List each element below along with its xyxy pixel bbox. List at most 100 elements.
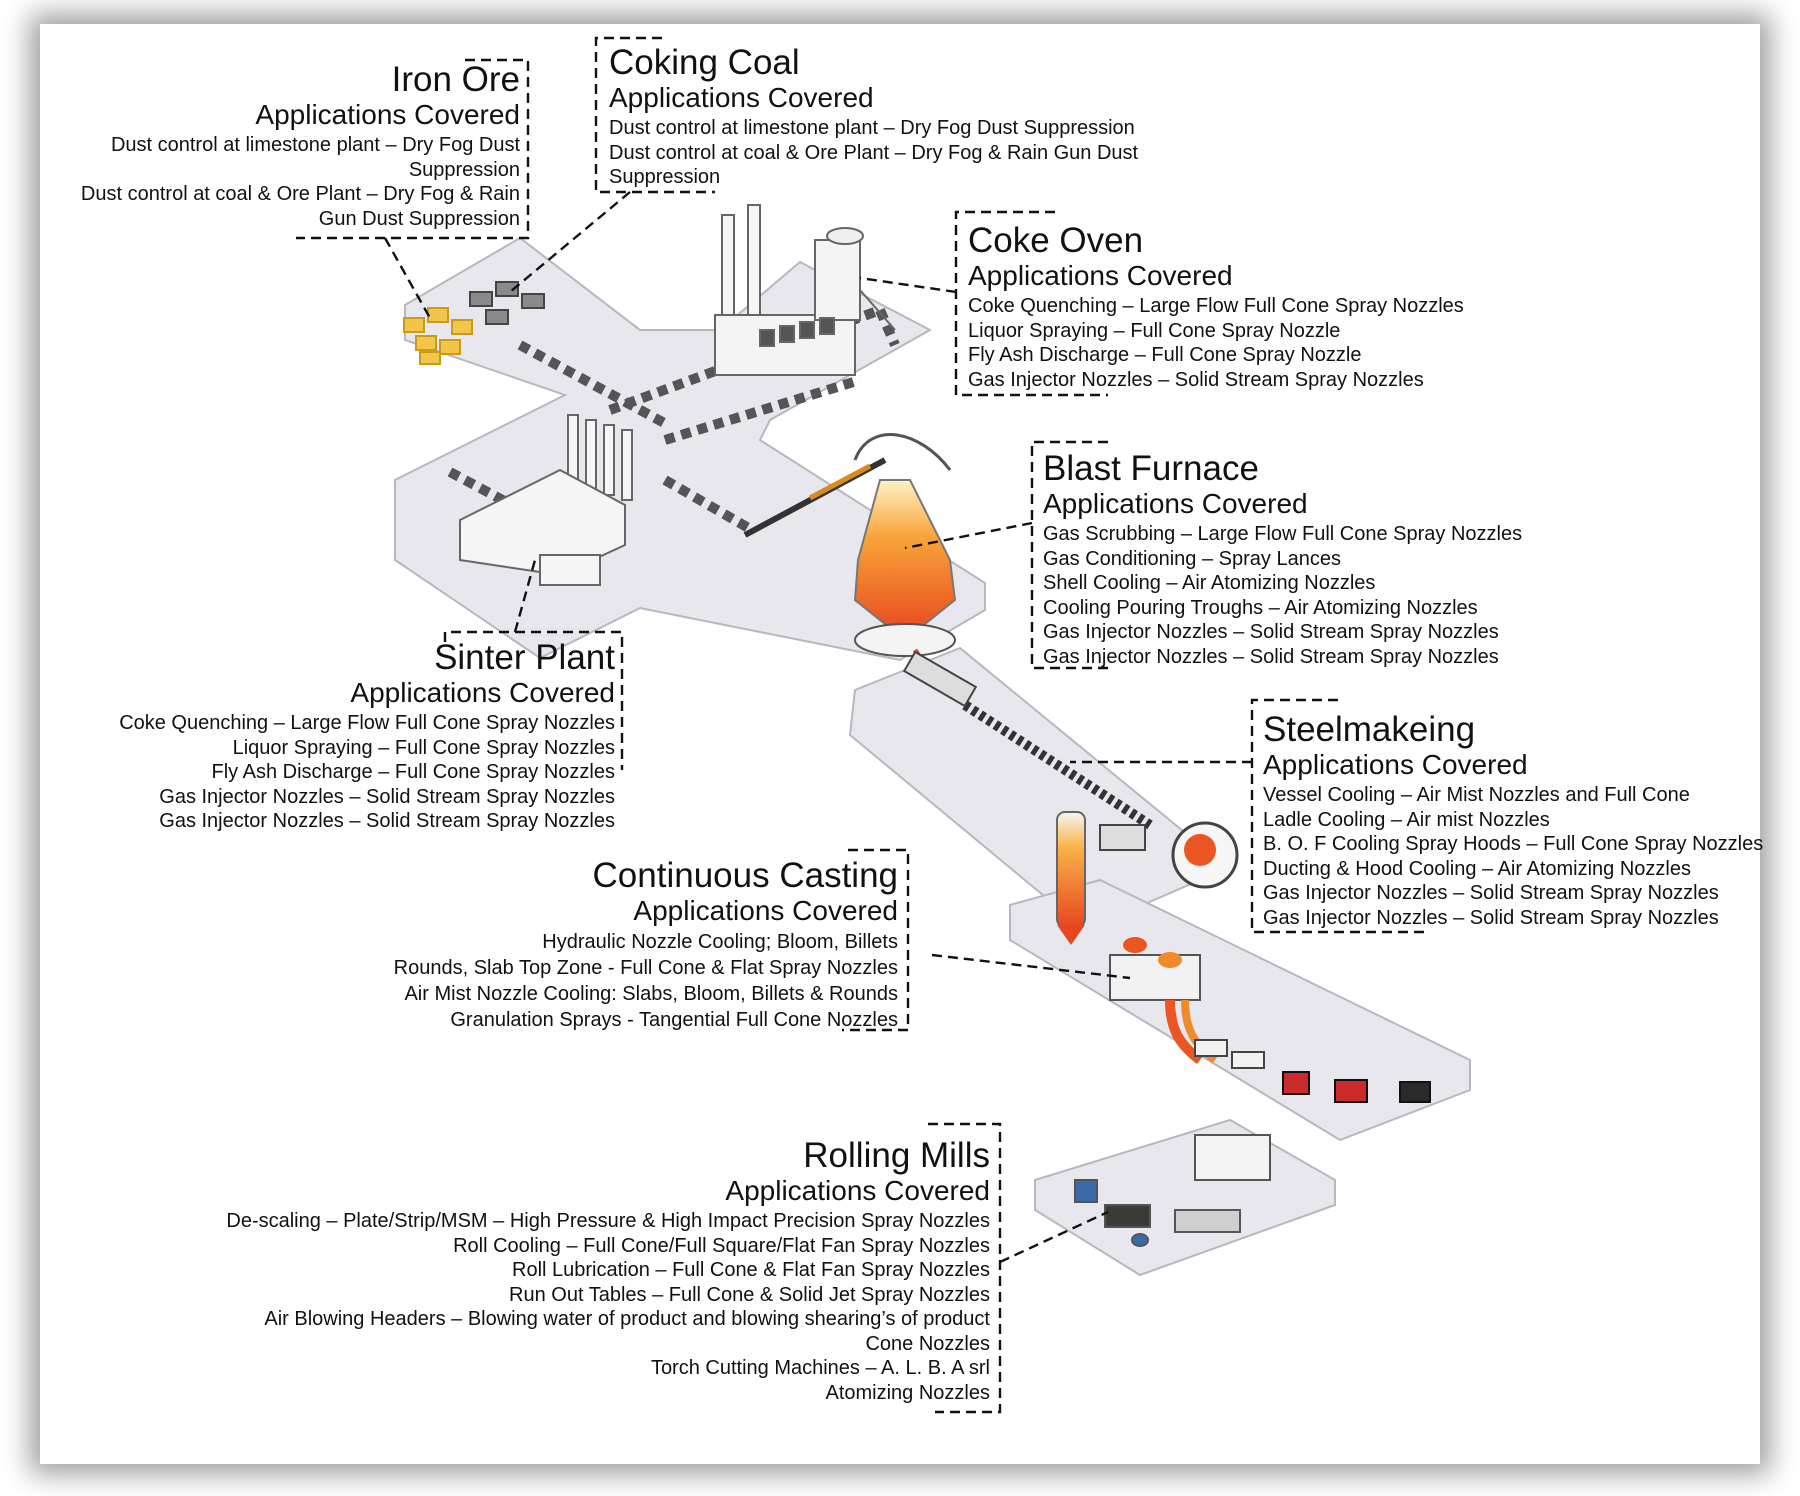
continuous-casting-item: Hydraulic Nozzle Cooling; Bloom, Billets — [542, 931, 898, 953]
rolling-mills-items: De-scaling – Plate/Strip/MSM – High Pres… — [226, 1209, 990, 1405]
chimney-1 — [721, 214, 735, 326]
sinter-stack-3 — [603, 424, 615, 496]
callout-iron-ore: Iron Ore Applications Covered Dust contr… — [81, 62, 520, 231]
steelmaking-subtitle: Applications Covered — [1263, 749, 1528, 780]
floor-furnace-line — [848, 646, 1201, 932]
iron-ore-items: Dust control at limestone plant – Dry Fo… — [81, 133, 520, 231]
blast-furnace-frame — [1030, 440, 1112, 670]
coking-coal-item: Suppression — [609, 166, 721, 188]
iron-ore-subtitle: Applications Covered — [255, 99, 520, 130]
conveyor-track — [962, 700, 1153, 830]
coking-coal-item: Dust control at limestone plant – Dry Fo… — [609, 117, 1135, 139]
sinter-plant-frame — [443, 630, 624, 770]
iron-ore-piles — [403, 307, 473, 365]
callout-blast-furnace: Blast Furnace Applications Covered Gas S… — [1043, 451, 1522, 669]
coke-oven-leader — [859, 276, 957, 294]
steel-conveyor — [902, 650, 1153, 851]
blast-furnace-item: Gas Injector Nozzles – Solid Stream Spra… — [1043, 621, 1499, 643]
blast-furnace — [743, 433, 957, 682]
blast-furnace-items: Gas Scrubbing – Large Flow Full Cone Spr… — [1043, 522, 1522, 669]
sinter-plant-item: Gas Injector Nozzles – Solid Stream Spra… — [159, 810, 615, 832]
blast-furnace-title: Blast Furnace — [1043, 449, 1259, 488]
steelmaking-item: Gas Injector Nozzles – Solid Stream Spra… — [1263, 906, 1719, 929]
coking-coal-title: Coking Coal — [609, 43, 800, 82]
coal-pile-4 — [485, 309, 509, 325]
callout-frames — [296, 36, 1430, 1414]
road-4 — [663, 375, 862, 445]
coking-coal-items: Dust control at limestone plant – Dry Fo… — [609, 116, 1138, 190]
oven-unit-1 — [759, 329, 775, 347]
rolling-mills-item: Air Blowing Headers – Blowing water of p… — [264, 1308, 990, 1330]
bof-vessel — [1171, 821, 1239, 889]
sinter-stack-2 — [585, 419, 597, 491]
continuous-casting-leader — [931, 953, 1131, 980]
continuous-casting-items: Hydraulic Nozzle Cooling; Bloom, Billets… — [394, 929, 898, 1033]
iron-ore-item: Gun Dust Suppression — [318, 207, 520, 230]
sinter-stack-4 — [621, 429, 633, 501]
coke-oven-item: Coke Quenching – Large Flow Full Cone Sp… — [968, 295, 1464, 317]
callout-steelmaking: Steelmakeing Applications Covered Vessel… — [1263, 712, 1763, 930]
steelmaking-item: Gas Injector Nozzles – Solid Stream Spra… — [1263, 882, 1719, 904]
rolling-mills-item: De-scaling – Plate/Strip/MSM – High Pres… — [226, 1210, 990, 1232]
coal-pile-2 — [495, 281, 519, 297]
casting-machine — [1109, 937, 1265, 1069]
oven-unit-4 — [819, 317, 835, 335]
mill-motor — [1074, 1179, 1098, 1203]
bof-opening — [1184, 834, 1216, 866]
coke-oven-item: Gas Injector Nozzles – Solid Stream Spra… — [968, 368, 1424, 391]
coal-pile-1 — [469, 291, 493, 307]
callout-continuous-casting: Continuous Casting Applications Covered … — [394, 858, 898, 1033]
conveyor-unit — [1099, 824, 1146, 851]
caster-column — [1056, 811, 1086, 945]
rolling-mills-item: Cone Nozzles — [865, 1332, 990, 1355]
coke-oven-title: Coke Oven — [968, 221, 1144, 260]
coke-conveyor — [859, 289, 896, 331]
furnace-hood — [853, 433, 952, 471]
continuous-casting-item: Granulation Sprays - Tangential Full Con… — [450, 1009, 898, 1031]
coal-piles — [469, 281, 545, 325]
ore-pile-6 — [419, 351, 441, 365]
steelmaking-item: Ladle Cooling – Air mist Nozzles — [1263, 808, 1550, 831]
continuous-casting-subtitle: Applications Covered — [633, 895, 898, 926]
rolling-mills-frame — [928, 1122, 1002, 1414]
blast-furnace-item: Gas Injector Nozzles – Solid Stream Spra… — [1043, 645, 1499, 668]
blast-furnace-item: Shell Cooling – Air Atomizing Nozzles — [1043, 572, 1376, 594]
ore-pile-5 — [439, 339, 461, 355]
slab-1 — [1194, 1039, 1228, 1057]
sinter-plant-items: Coke Quenching – Large Flow Full Cone Sp… — [119, 711, 615, 834]
iron-ore-title: Iron Ore — [391, 60, 520, 99]
sinter-annex — [539, 554, 601, 586]
callout-sinter-plant: Sinter Plant Applications Covered Coke Q… — [119, 640, 615, 834]
rolling-mills-subtitle: Applications Covered — [725, 1175, 990, 1206]
rolling-mills-item: Roll Lubrication – Full Cone & Flat Fan … — [512, 1259, 990, 1281]
rolling-mills-item: Roll Cooling – Full Cone/Full Square/Fla… — [453, 1234, 990, 1257]
furnace-skip-track-hot — [808, 463, 872, 501]
coal-pile-3 — [521, 293, 545, 309]
product-block-1 — [1282, 1071, 1310, 1095]
oven-unit-3 — [799, 321, 815, 339]
coke-oven-items: Coke Quenching – Large Flow Full Cone Sp… — [968, 294, 1464, 392]
steelmaking-item: Vessel Cooling – Air Mist Nozzles and Fu… — [1263, 784, 1690, 806]
sinter-plant-building — [459, 414, 633, 586]
ore-pile-1 — [403, 317, 425, 333]
iron-ore-item: Suppression — [408, 158, 520, 181]
coking-coal-frame — [594, 36, 715, 194]
iron-ore-item: Dust control at limestone plant – Dry Fo… — [110, 134, 520, 156]
callout-coking-coal: Coking Coal Applications Covered Dust co… — [609, 45, 1138, 190]
steelmaking-frame — [1250, 698, 1430, 934]
sinter-plant-item: Gas Injector Nozzles – Solid Stream Spra… — [159, 785, 615, 808]
coke-oven-subtitle: Applications Covered — [968, 260, 1233, 291]
rolling-mills-title: Rolling Mills — [803, 1136, 990, 1175]
sinter-plant-leader — [513, 559, 537, 633]
ladle-column — [1056, 811, 1086, 928]
mill-coil — [1131, 1233, 1149, 1247]
ore-pile-3 — [451, 319, 473, 335]
blast-furnace-leader — [904, 521, 1033, 550]
oven-tank — [826, 227, 864, 245]
sinter-plant-item: Liquor Spraying – Full Cone Spray Nozzle… — [232, 736, 615, 759]
rolling-mills-item: Atomizing Nozzles — [825, 1381, 990, 1404]
coke-oven-item: Liquor Spraying – Full Cone Spray Nozzle — [968, 319, 1341, 342]
blast-furnace-item: Gas Scrubbing – Large Flow Full Cone Spr… — [1043, 523, 1523, 545]
ore-pile-2 — [427, 307, 449, 323]
blast-furnace-item: Cooling Pouring Troughs – Air Atomizing … — [1043, 596, 1478, 619]
